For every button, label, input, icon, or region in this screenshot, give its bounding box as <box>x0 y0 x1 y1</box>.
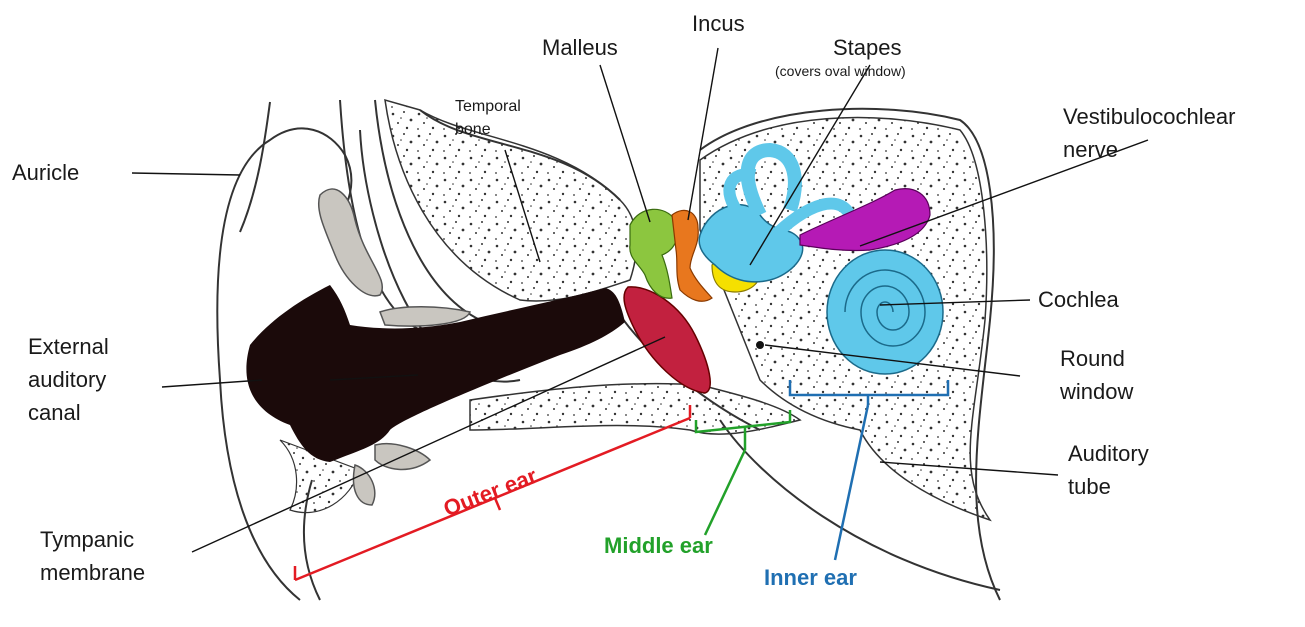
malleus-shape <box>630 209 678 298</box>
vestibulocochlear-label-line-1: Vestibulocochlear <box>1063 100 1235 133</box>
auditory-tube-label: Auditory tube <box>1068 437 1149 503</box>
round-window-label: Round window <box>1060 342 1133 408</box>
incus-label: Incus <box>692 7 745 40</box>
vestibulocochlear-label-line-2: nerve <box>1063 133 1235 166</box>
temporal-bone-label-line-2: bone <box>455 118 521 141</box>
external-auditory-canal-label: External auditory canal <box>28 330 109 429</box>
vestibulocochlear-nerve-label: Vestibulocochlear nerve <box>1063 100 1235 166</box>
round-window-label-line-1: Round <box>1060 342 1133 375</box>
auricle-label: Auricle <box>12 156 79 189</box>
stapes-note-label: (covers oval window) <box>775 62 906 80</box>
auditory-tube-label-line-1: Auditory <box>1068 437 1149 470</box>
temporal-bone-label-line-1: Temporal <box>455 95 521 118</box>
round-window-dot <box>756 341 764 349</box>
external-auditory-canal-line-1: External <box>28 330 109 363</box>
round-window-label-line-2: window <box>1060 375 1133 408</box>
external-auditory-canal-line-3: canal <box>28 396 109 429</box>
cochlea-label: Cochlea <box>1038 283 1119 316</box>
auditory-tube-label-line-2: tube <box>1068 470 1149 503</box>
inner-ear-label: Inner ear <box>764 565 857 591</box>
tympanic-membrane-label-line-1: Tympanic <box>40 523 145 556</box>
tympanic-membrane-shape <box>624 287 710 393</box>
temporal-bone-label: Temporal bone <box>455 95 521 141</box>
tympanic-membrane-label-line-2: membrane <box>40 556 145 589</box>
stapes-label: Stapes <box>833 31 902 64</box>
tympanic-membrane-label: Tympanic membrane <box>40 523 145 589</box>
middle-ear-label: Middle ear <box>604 533 713 559</box>
malleus-label: Malleus <box>542 31 618 64</box>
external-auditory-canal-line-2: auditory <box>28 363 109 396</box>
